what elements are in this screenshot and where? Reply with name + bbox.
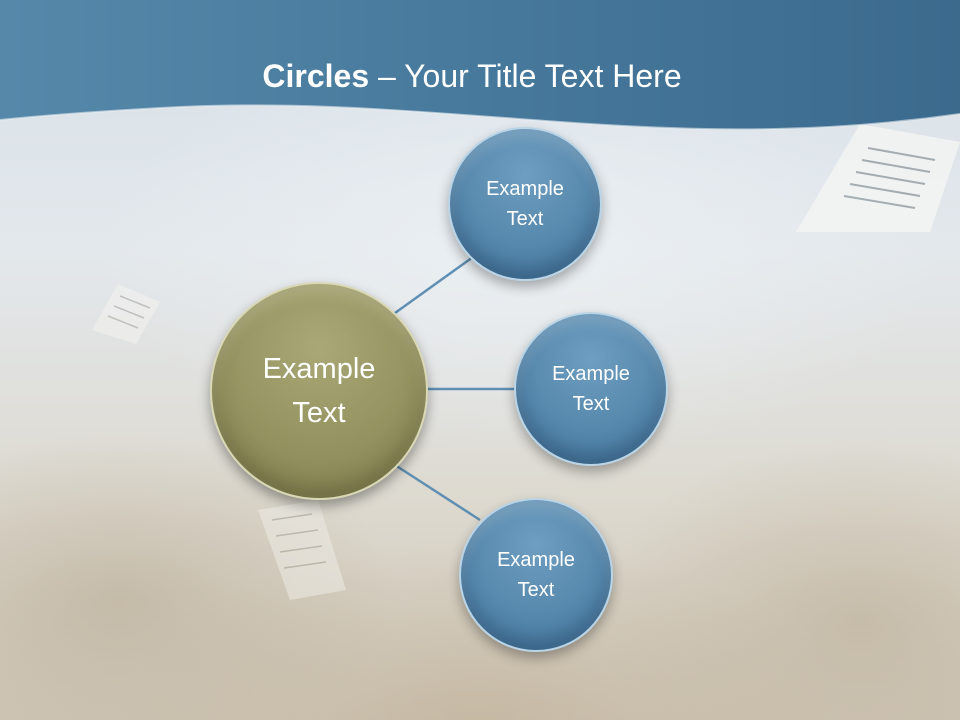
node-circle-bottom: Example Text xyxy=(459,498,613,652)
node-circle-bottom-text: Example Text xyxy=(497,545,575,605)
node-middle-line2: Text xyxy=(572,393,610,415)
node-circle-middle: Example Text xyxy=(514,312,668,466)
node-middle-line1: Example xyxy=(552,363,630,385)
node-top-line1: Example xyxy=(486,178,564,200)
center-circle-text: Example Text xyxy=(263,347,376,435)
node-bottom-line1: Example xyxy=(497,549,575,571)
paper-sheet-bottom xyxy=(258,500,346,600)
paper-sheet-top-right xyxy=(796,124,960,232)
center-circle-line2: Text xyxy=(292,397,346,429)
paper-sheet-left xyxy=(92,284,160,344)
header-band xyxy=(0,0,960,130)
title-bold-word: Circles xyxy=(262,58,370,94)
connector-to-top-node xyxy=(394,255,474,315)
center-circle-line1: Example xyxy=(262,353,376,385)
center-circle: Example Text xyxy=(210,282,428,500)
node-circle-top: Example Text xyxy=(448,127,602,281)
node-circle-middle-text: Example Text xyxy=(552,359,630,419)
node-top-line2: Text xyxy=(506,208,544,230)
title-rest: – Your Title Text Here xyxy=(369,58,682,94)
node-circle-top-text: Example Text xyxy=(486,174,564,234)
node-bottom-line2: Text xyxy=(517,579,555,601)
connector-to-bottom-node xyxy=(394,463,481,522)
slide-title: Circles – Your Title Text Here xyxy=(0,56,944,96)
